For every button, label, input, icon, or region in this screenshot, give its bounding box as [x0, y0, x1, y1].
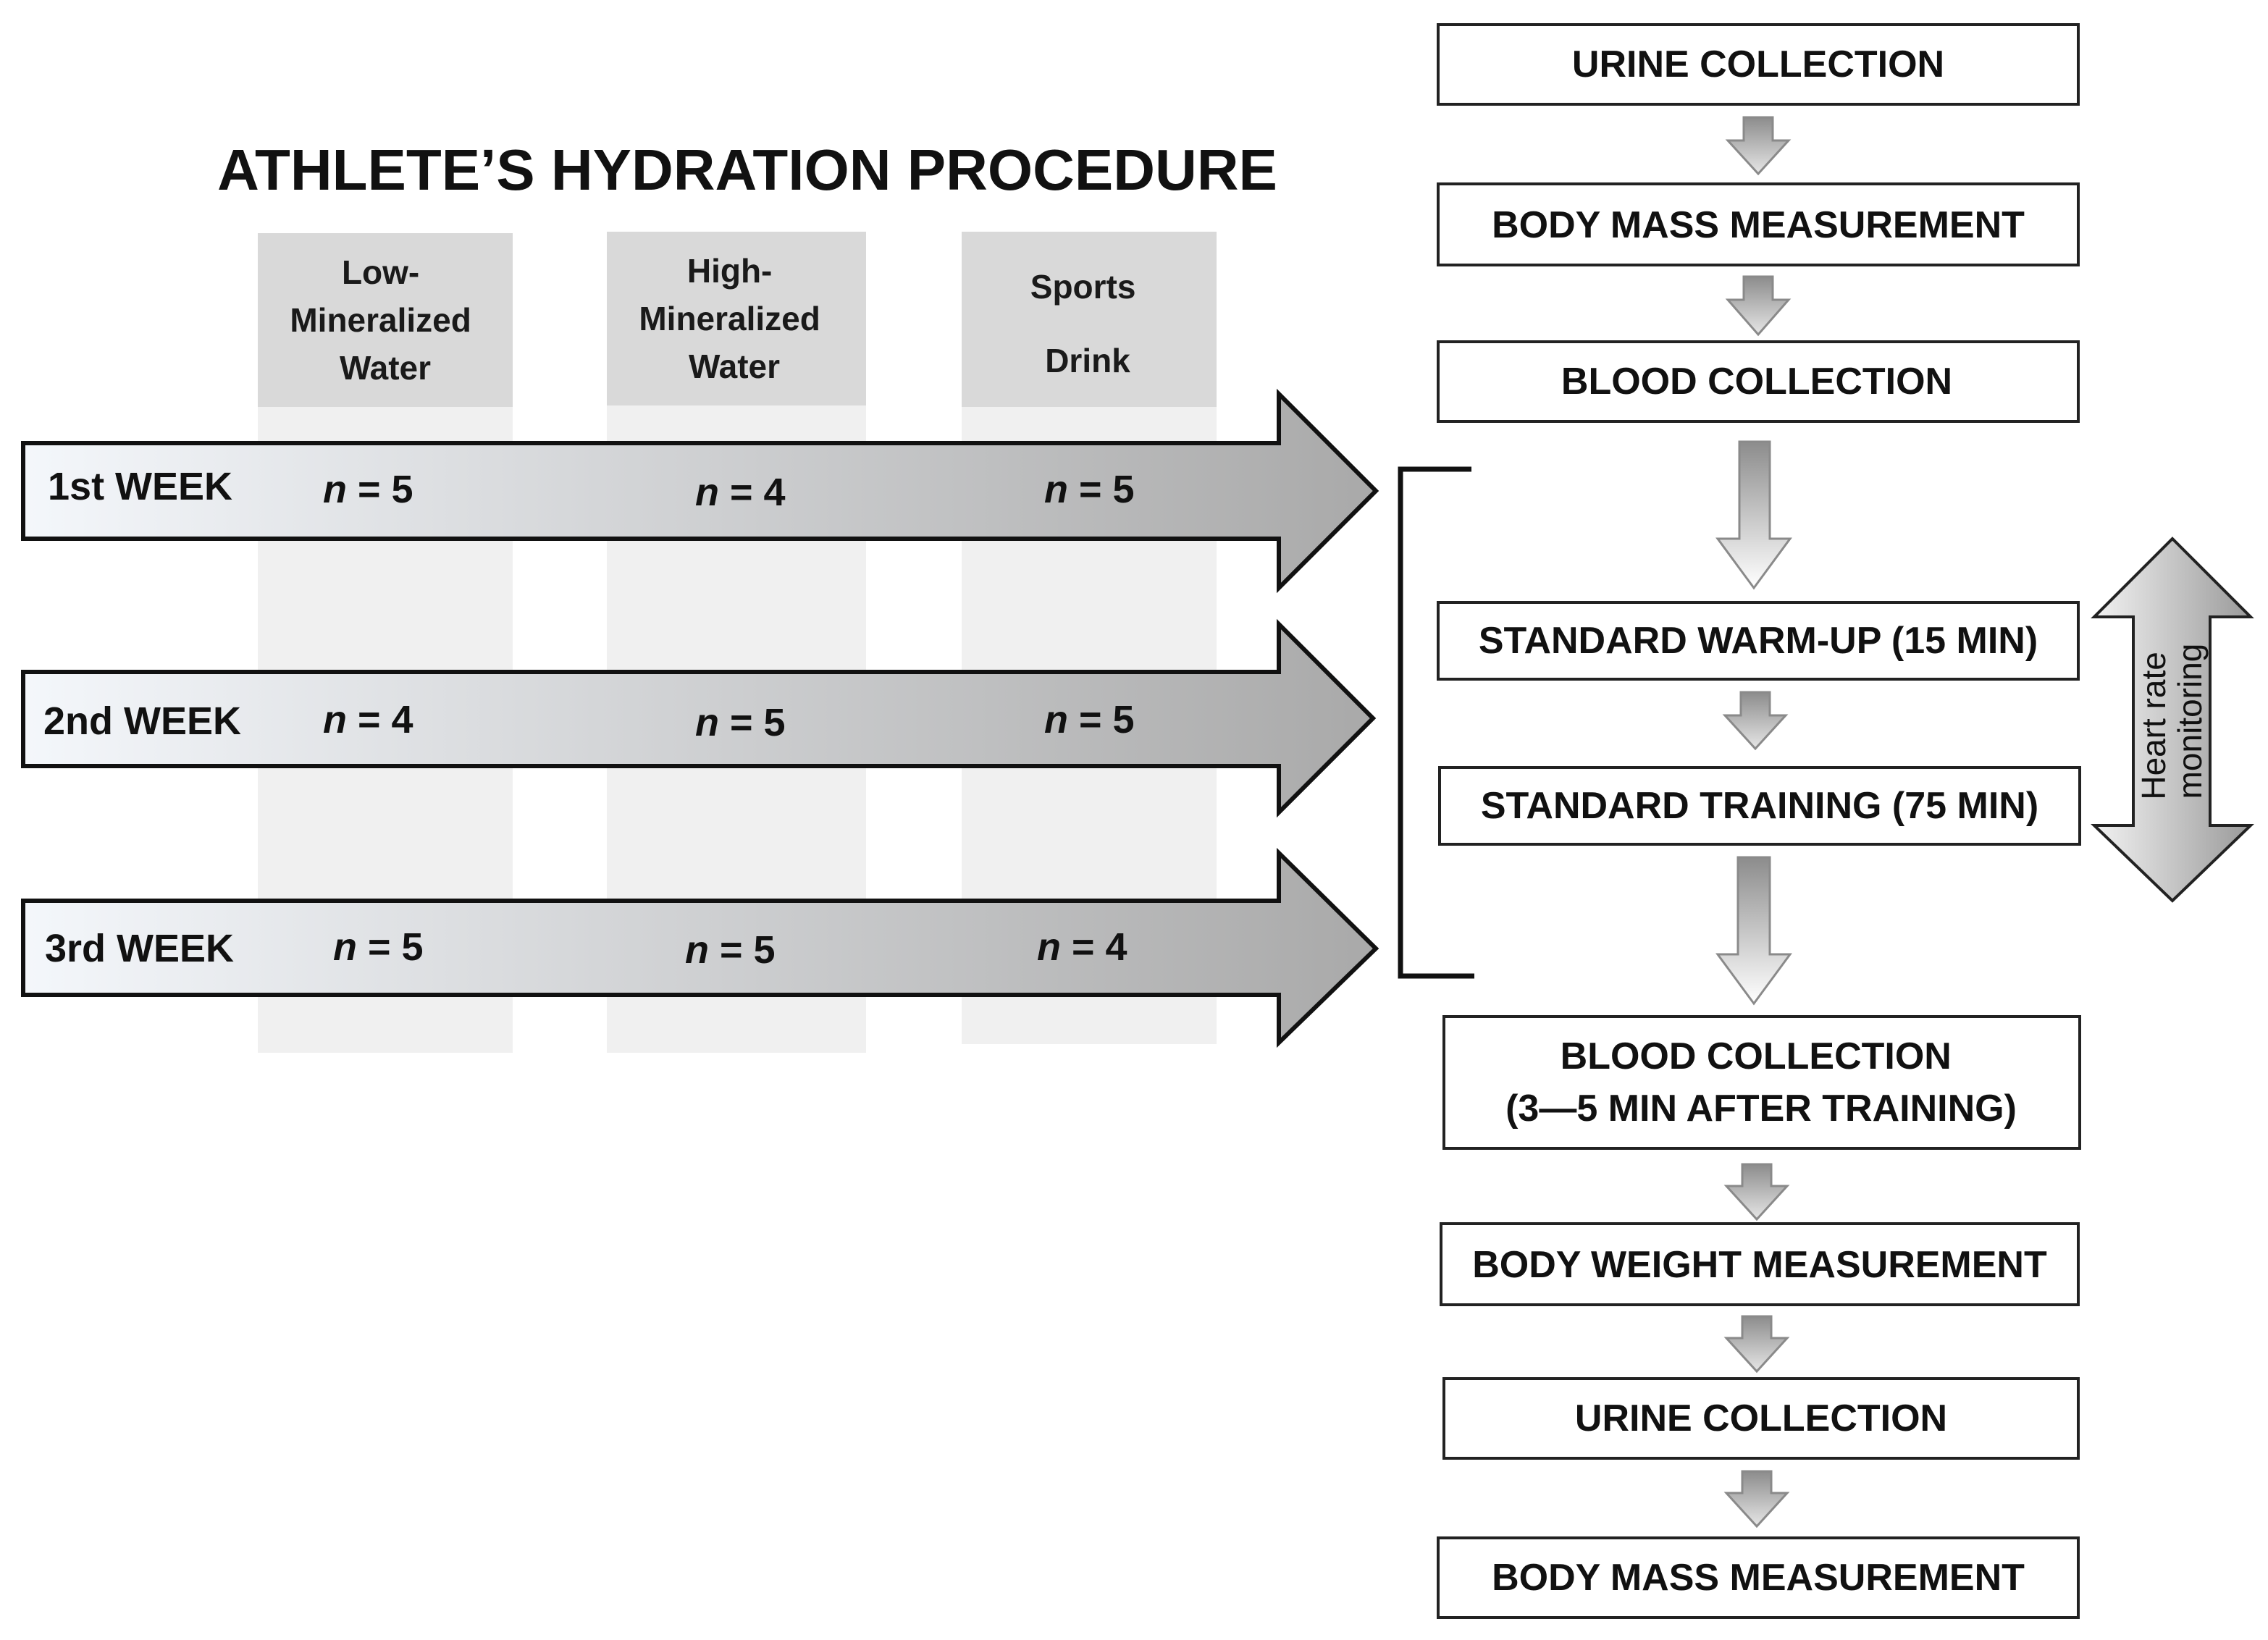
week-2-label: 2nd WEEK	[43, 699, 241, 743]
column-header-sports-drink	[962, 232, 1217, 407]
column-label-high-mineralized: High- Mineralized Water	[639, 252, 829, 385]
flow-arrow-6	[1723, 1163, 1790, 1221]
step-box-standard-training	[1438, 766, 2081, 846]
step-standard-warm-up-label: STANDARD WARM-UP (15 MIN)	[1479, 620, 2038, 662]
flow-arrow-7	[1723, 1315, 1790, 1374]
step-blood-collection-label: BLOOD COLLECTION	[1561, 361, 1952, 403]
step-box-body-weight-measurement	[1440, 1222, 2080, 1306]
step-body-mass-measurement-final-label: BODY MASS MEASUREMENT	[1492, 1557, 2025, 1599]
step-urine-collection-final-label: URINE COLLECTION	[1575, 1397, 1947, 1439]
flow-arrow-5	[1715, 856, 1792, 1006]
heart-rate-monitoring-label: Heart rate monitoring	[2135, 642, 2209, 799]
week-1-arrow	[21, 388, 1379, 594]
step-blood-collection-after-training-label: BLOOD COLLECTION (3—5 MIN AFTER TRAINING…	[1505, 1035, 2017, 1130]
week-2-high-mineralized-count: n = 5	[695, 701, 786, 744]
step-body-mass-measurement-label: BODY MASS MEASUREMENT	[1492, 204, 2025, 246]
week-2-arrow	[21, 618, 1377, 818]
week-2-sports-drink-count: n = 5	[1044, 698, 1135, 741]
flow-arrow-8	[1723, 1470, 1790, 1528]
step-box-blood-collection-after-training	[1442, 1015, 2081, 1150]
column-label-sports-drink: Sports Drink	[1030, 268, 1145, 379]
step-box-blood-collection	[1437, 340, 2080, 423]
flow-arrow-3	[1715, 440, 1792, 590]
step-box-standard-warm-up	[1437, 601, 2080, 681]
step-box-urine-collection-final	[1442, 1377, 2080, 1460]
step-standard-training-label: STANDARD TRAINING (75 MIN)	[1481, 785, 2038, 827]
week-3-high-mineralized-count: n = 5	[685, 928, 776, 972]
week-3-low-mineralized-count: n = 5	[333, 925, 424, 969]
training-bracket	[1398, 466, 1474, 979]
week-2-low-mineralized-count: n = 4	[323, 698, 413, 741]
week-3-arrow	[21, 847, 1379, 1048]
procedure-title: ATHLETE’S HYDRATION PROCEDURE	[217, 138, 1277, 202]
column-header-high-mineralized	[607, 232, 866, 405]
column-header-low-mineralized	[258, 233, 513, 407]
flow-arrow-2	[1725, 275, 1792, 337]
step-urine-collection-label: URINE COLLECTION	[1572, 43, 1944, 85]
week-1-sports-drink-count: n = 5	[1044, 468, 1135, 511]
week-1-label: 1st WEEK	[48, 465, 232, 508]
column-label-low-mineralized: Low- Mineralized Water	[290, 253, 480, 387]
week-1-low-mineralized-count: n = 5	[323, 468, 413, 511]
step-box-body-mass-measurement	[1437, 182, 2080, 266]
flow-arrow-4	[1722, 691, 1789, 751]
step-body-weight-measurement-label: BODY WEIGHT MEASUREMENT	[1472, 1244, 2047, 1286]
step-box-urine-collection	[1437, 23, 2080, 106]
heart-rate-double-arrow	[2091, 537, 2254, 903]
week-1-high-mineralized-count: n = 4	[695, 471, 786, 514]
flow-arrow-1	[1725, 116, 1792, 176]
week-3-label: 3rd WEEK	[45, 927, 234, 970]
step-box-body-mass-measurement-final	[1437, 1536, 2080, 1619]
week-3-sports-drink-count: n = 4	[1037, 925, 1127, 969]
